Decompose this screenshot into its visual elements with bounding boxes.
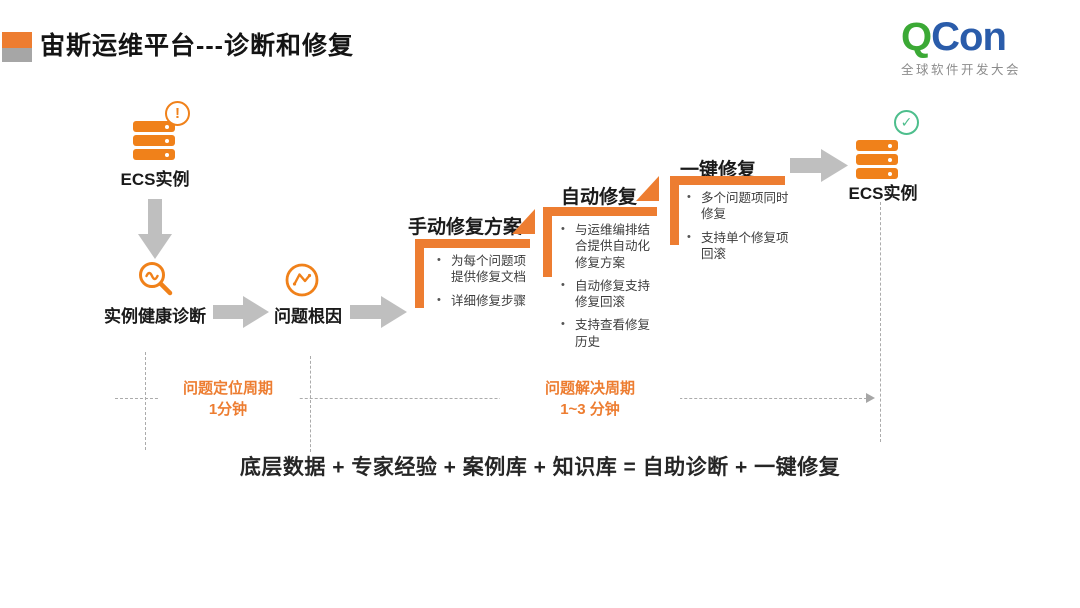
step-manual-title: 手动修复方案 xyxy=(408,217,523,238)
step-manual-bullets: 为每个问题项提供修复文档 详细修复步骤 xyxy=(434,253,531,316)
guide-line-diagnosis xyxy=(145,352,146,450)
magnifier-diagnosis-icon xyxy=(139,262,173,296)
qcon-wordmark: QCon xyxy=(901,16,1041,58)
step-auto-top-bar xyxy=(543,207,657,216)
step-auto-side-bar xyxy=(543,207,552,277)
server-bar xyxy=(133,121,175,132)
server-bar xyxy=(856,140,898,151)
step-manual-top-bar xyxy=(415,239,530,248)
step-manual-side-bar xyxy=(415,239,424,308)
locate-period-label: 问题定位周期 1分钟 xyxy=(158,377,298,421)
server-bar xyxy=(856,154,898,165)
root-cause-label: 问题根因 xyxy=(274,307,342,326)
qcon-q: Q xyxy=(901,15,932,59)
diagnosis-label: 实例健康诊断 xyxy=(104,307,206,326)
ecs-start-label: ECS实例 xyxy=(120,170,190,189)
step-oneclick-bullets: 多个问题项同时修复 支持单个修复项回滚 xyxy=(684,190,792,269)
locate-period-title: 问题定位周期 xyxy=(182,380,273,397)
arrow-right-icon xyxy=(213,296,269,328)
arrow-down-icon xyxy=(138,199,172,259)
guide-line-rootcause xyxy=(310,356,311,452)
title-marker-gray xyxy=(2,48,32,62)
server-bar xyxy=(133,149,175,160)
step-oneclick-title: 一键修复 xyxy=(680,160,757,181)
locate-period-value: 1分钟 xyxy=(208,401,248,418)
resolve-period-title: 问题解决周期 xyxy=(544,380,635,397)
bullet-item: 为每个问题项提供修复文档 xyxy=(434,253,531,286)
server-icon-end xyxy=(856,140,900,182)
bullet-item: 与运维编排结合提供自动化修复方案 xyxy=(558,222,657,271)
timeline-dashed-line xyxy=(115,398,872,399)
step-up-triangle-icon xyxy=(512,209,535,234)
resolve-period-value: 1~3 分钟 xyxy=(560,401,620,418)
bullet-item: 支持单个修复项回滚 xyxy=(684,230,792,263)
step-up-triangle-icon xyxy=(636,176,659,201)
step-oneclick-side-bar xyxy=(670,176,679,245)
arrow-right-icon xyxy=(790,149,848,182)
server-icon-start xyxy=(133,121,177,163)
resolve-period-label: 问题解决周期 1~3 分钟 xyxy=(500,377,680,421)
qcon-logo: QCon 全球软件开发大会 xyxy=(901,16,1041,78)
arrow-right-icon xyxy=(350,296,407,328)
title-marker-orange xyxy=(2,32,32,48)
summary-formula: 底层数据 + 专家经验 + 案例库 + 知识库 = 自助诊断 + 一键修复 xyxy=(239,456,841,479)
bullet-item: 自动修复支持修复回滚 xyxy=(558,278,657,311)
warning-icon: ! xyxy=(165,101,190,126)
check-icon: ✓ xyxy=(894,110,919,135)
bullet-item: 支持查看修复历史 xyxy=(558,317,657,350)
server-bar xyxy=(856,168,898,179)
qcon-con: Con xyxy=(931,15,1007,59)
root-cause-icon xyxy=(285,263,319,297)
step-auto-bullets: 与运维编排结合提供自动化修复方案 自动修复支持修复回滚 支持查看修复历史 xyxy=(558,222,657,357)
ecs-end-label: ECS实例 xyxy=(848,184,918,203)
step-oneclick-top-bar xyxy=(670,176,785,185)
step-auto-title: 自动修复 xyxy=(561,187,638,208)
bullet-item: 多个问题项同时修复 xyxy=(684,190,792,223)
timeline-arrowhead-icon xyxy=(866,393,875,403)
qcon-subtitle: 全球软件开发大会 xyxy=(901,63,1022,77)
bullet-item: 详细修复步骤 xyxy=(434,293,531,309)
guide-line-end xyxy=(880,202,881,442)
server-bar xyxy=(133,135,175,146)
page-title: 宙斯运维平台---诊断和修复 xyxy=(40,32,354,60)
